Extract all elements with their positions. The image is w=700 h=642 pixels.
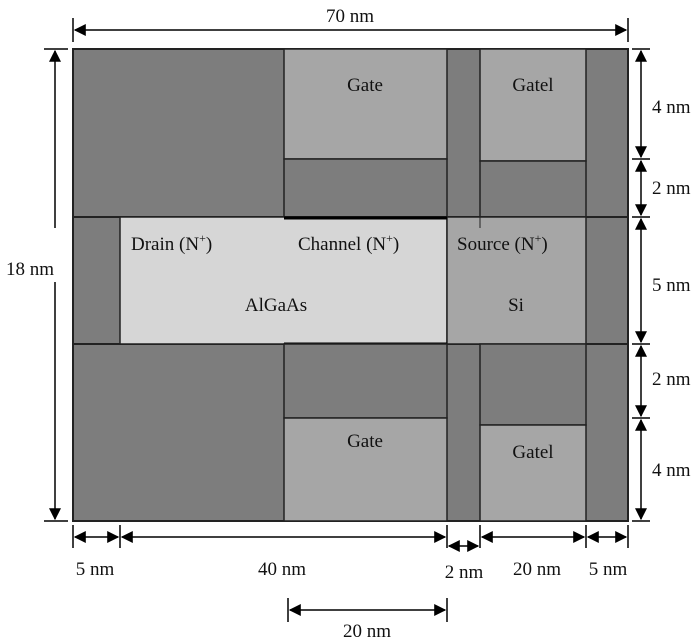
gate1-bottom-label: Gatel (512, 442, 553, 463)
bottom-5nm-right-label: 5 nm (589, 559, 628, 580)
gate1-top-region (479, 48, 587, 162)
channel-label: Channel (N+) (298, 231, 399, 255)
si-region (446, 216, 587, 345)
gate-top-oxide (283, 158, 448, 218)
bottom-5nm-left-label: 5 nm (76, 559, 115, 580)
right-4nm-bottom-label: 4 nm (652, 460, 691, 481)
gate1-bottom-region (479, 424, 587, 522)
gate1-bottom-oxide (479, 343, 587, 426)
lower-20nm-label: 20 nm (343, 621, 391, 642)
gate-top-label: Gate (347, 75, 383, 96)
dimension-annotations: 70 nm 18 nm 4 nm 2 nm 5 nm 2 nm 4 nm (6, 6, 691, 642)
gate-bottom-oxide (283, 343, 448, 419)
right-2nm-top-label: 2 nm (652, 178, 691, 199)
bottom-40nm-label: 40 nm (258, 559, 306, 580)
drain-label: Drain (N+) (131, 231, 212, 255)
source-label: Source (N+) (457, 231, 548, 255)
gate1-top-oxide (479, 160, 587, 218)
top-width-label: 70 nm (326, 6, 374, 27)
gate-bottom-region (283, 417, 448, 522)
si-label: Si (508, 295, 524, 316)
right-4nm-top-label: 4 nm (652, 97, 691, 118)
algaas-region (119, 216, 448, 345)
right-5nm-label: 5 nm (652, 275, 691, 296)
gate1-top-label: Gatel (512, 75, 553, 96)
bottom-2nm-label: 2 nm (445, 562, 484, 583)
algaas-label: AlGaAs (245, 295, 307, 316)
device-body: Gate Gatel Gate Gatel Drain (N+) Channel… (72, 48, 629, 522)
gate-top-region (283, 48, 448, 160)
right-2nm-bottom-label: 2 nm (652, 369, 691, 390)
gate-bottom-label: Gate (347, 431, 383, 452)
left-height-label: 18 nm (6, 259, 54, 280)
bottom-20nm-label: 20 nm (513, 559, 561, 580)
